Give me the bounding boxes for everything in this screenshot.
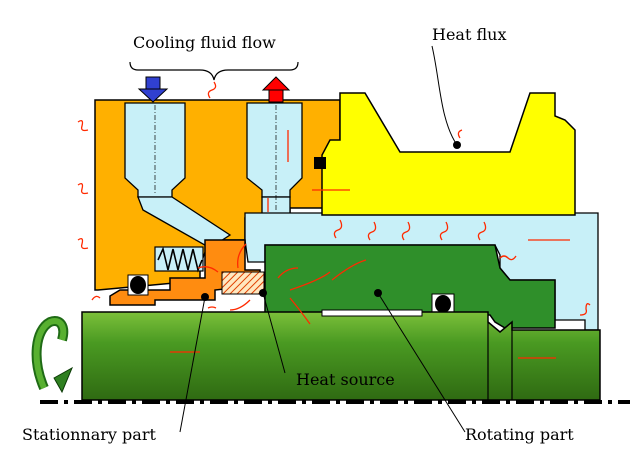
cooling-fluid-flow-label: Cooling fluid flow xyxy=(133,33,276,52)
cooling-channel-inlet xyxy=(124,102,232,249)
o-ring-stationary xyxy=(127,274,149,296)
seal-dot-yellow xyxy=(314,157,326,169)
spring-icon xyxy=(154,246,204,273)
o-ring-rotating xyxy=(431,293,455,315)
arrow-up-icon xyxy=(261,76,291,103)
heat-flux-label: Heat flux xyxy=(432,25,506,44)
cooling-channel-outlet xyxy=(246,102,303,216)
friction-contact-zone xyxy=(221,271,265,295)
heat-flux-arrows xyxy=(77,81,591,359)
stationary-part-label: Stationnary part xyxy=(22,425,156,444)
rotating-ring-yellow xyxy=(321,92,576,216)
heat-source-label: Heat source xyxy=(296,370,395,389)
leader-lines xyxy=(179,45,466,433)
cooling-brace xyxy=(129,61,299,81)
arrow-down-icon xyxy=(137,76,169,103)
rotation-arrow-icon xyxy=(31,316,74,394)
rotating-part-label: Rotating part xyxy=(465,425,574,444)
